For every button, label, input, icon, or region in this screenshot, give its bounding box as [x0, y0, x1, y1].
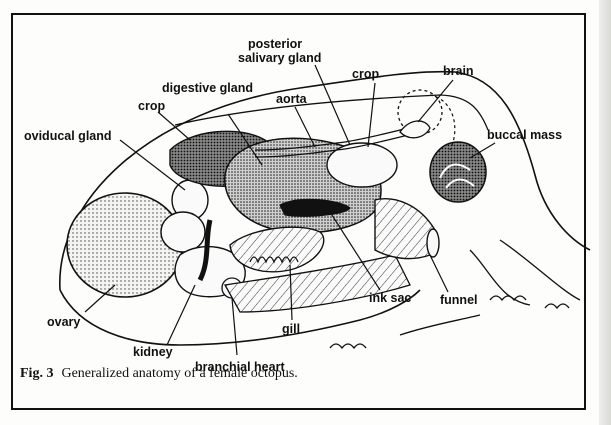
label-buccal-mass: buccal mass — [487, 128, 562, 142]
arm-curve-2 — [500, 240, 580, 300]
gill-shape — [230, 227, 324, 272]
label-ovary: ovary — [47, 315, 80, 329]
figure-caption-text: Generalized anatomy of a female octopus. — [61, 366, 297, 381]
label-digestive-gland: digestive gland — [162, 81, 253, 95]
leader-funnel — [430, 255, 448, 292]
funnel-shape — [375, 199, 435, 259]
label-ink-sac: ink sac — [369, 291, 411, 305]
oviducal-gland-shape-2 — [161, 212, 205, 252]
leader-crop-left — [158, 112, 190, 140]
figure-number: Fig. 3 — [20, 366, 53, 381]
brain-shape — [400, 121, 430, 138]
leader-kidney — [167, 285, 195, 345]
arm-sucker-squiggle-2 — [545, 304, 569, 308]
label-posterior-salivary-2: salivary gland — [238, 51, 321, 65]
arm-sucker-squiggle-1 — [490, 296, 526, 300]
arm-edge-line — [400, 315, 480, 335]
figure-caption: Fig. 3 Generalized anatomy of a female oc… — [20, 366, 298, 382]
leader-posterior-salivary — [315, 65, 350, 145]
buccal-mass-shape — [430, 142, 486, 202]
arm-sucker-squiggle-3 — [330, 344, 366, 348]
label-kidney: kidney — [133, 345, 173, 359]
label-crop-upper: crop — [352, 67, 379, 81]
funnel-opening — [427, 229, 439, 257]
label-crop-left: crop — [138, 99, 165, 113]
label-posterior-salivary-1: posterior — [248, 37, 302, 51]
leader-brain — [418, 80, 453, 122]
label-funnel: funnel — [440, 293, 478, 307]
label-oviducal-gland: oviducal gland — [24, 129, 112, 143]
label-gill: gill — [282, 322, 300, 336]
label-brain: brain — [443, 64, 474, 78]
label-aorta: aorta — [276, 92, 308, 106]
